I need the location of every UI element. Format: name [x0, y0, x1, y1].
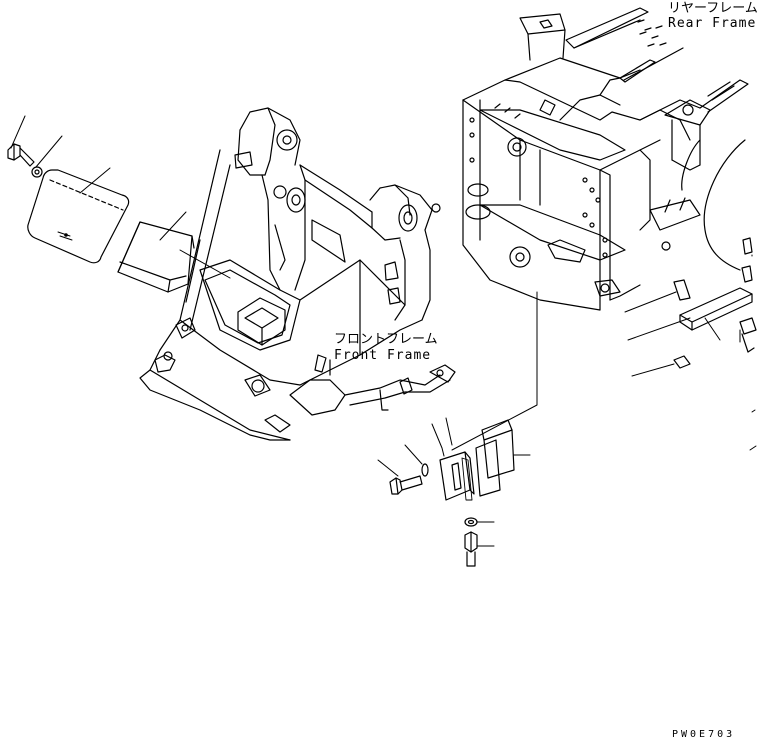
shim-pack-bottom [484, 430, 514, 478]
front-frame-label-en: Front Frame [334, 348, 432, 363]
right-exploded-parts [625, 238, 756, 450]
rear-frame-label-en: Rear Frame [668, 16, 757, 31]
drawing-code: PW0E703 [672, 729, 736, 740]
bolt-bottom [390, 476, 422, 494]
rear-frame [463, 8, 748, 310]
shim-pack [118, 222, 192, 292]
left-exploded-parts [8, 116, 230, 292]
bolt-left [8, 144, 34, 166]
rear-frame-label-jp: リヤーフレーム [668, 1, 758, 16]
front-frame-label-jp: フロントフレーム [334, 332, 438, 347]
front-frame [140, 108, 455, 440]
bottom-exploded-parts [378, 292, 537, 566]
rear-leader-line [624, 48, 683, 80]
washer-bottom [422, 464, 428, 476]
cover-plate [28, 170, 129, 263]
bolt-vertical [465, 532, 477, 566]
link-bar [680, 288, 752, 322]
washer-left [32, 167, 42, 177]
